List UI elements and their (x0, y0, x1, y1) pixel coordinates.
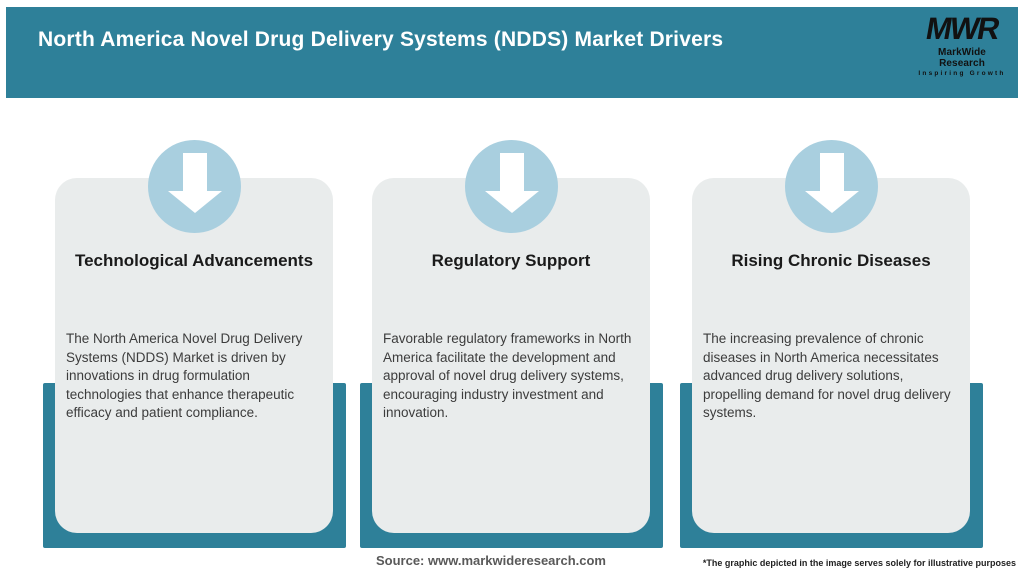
logo-acronym: MWR (923, 11, 1001, 46)
driver-column-2: Regulatory Support Favorable regulatory … (360, 130, 663, 548)
down-arrow-icon (804, 152, 859, 213)
card-title: Regulatory Support (431, 251, 591, 270)
driver-card-technological-advancements: Technological Advancements The North Ame… (55, 178, 333, 533)
arrow-circle-badge (785, 140, 878, 233)
card-body: The North America Novel Drug Delivery Sy… (66, 331, 303, 420)
down-arrow-icon (167, 152, 222, 213)
down-arrow-icon (484, 152, 539, 213)
card-title: Rising Chronic Diseases (731, 251, 931, 270)
arrow-circle-badge (148, 140, 241, 233)
driver-column-1: Technological Advancements The North Ame… (43, 130, 346, 548)
card-title: Technological Advancements (74, 251, 314, 270)
driver-card-regulatory-support: Regulatory Support Favorable regulatory … (372, 178, 650, 533)
logo-name: MarkWide Research (938, 47, 986, 69)
source-text: Source: www.markwideresearch.com (375, 553, 606, 568)
arrow-circle-badge (465, 140, 558, 233)
driver-column-3: Rising Chronic Diseases The increasing p… (680, 130, 983, 548)
driver-card-rising-chronic-diseases: Rising Chronic Diseases The increasing p… (692, 178, 970, 533)
header-band: North America Novel Drug Delivery System… (6, 7, 1018, 98)
markwide-research-logo: MWR MarkWide Research Inspiring Growth (914, 11, 1010, 78)
page-title: North America Novel Drug Delivery System… (38, 28, 724, 51)
card-body: Favorable regulatory frameworks in North… (383, 331, 632, 420)
card-body: The increasing prevalence of chronic dis… (703, 331, 951, 420)
disclaimer-text: *The graphic depicted in the image serve… (702, 558, 1016, 568)
logo-tagline: Inspiring Growth (918, 70, 1006, 77)
